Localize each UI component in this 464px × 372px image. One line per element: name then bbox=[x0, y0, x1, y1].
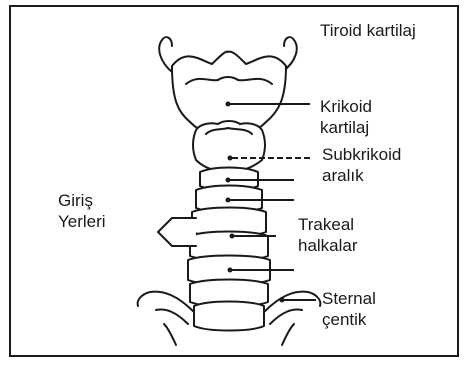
dot-krikoid bbox=[226, 102, 231, 107]
label-trakeal-line-1: Trakeal bbox=[298, 214, 358, 235]
label-krikoid-line-1: Krikoid bbox=[320, 96, 372, 117]
sternum-left bbox=[164, 324, 176, 345]
label-sternal-line-2: çentik bbox=[322, 309, 376, 330]
label-trakeal-halkalar: Trakeal halkalar bbox=[298, 214, 358, 256]
label-krikoid-line-2: kartilaj bbox=[320, 117, 372, 138]
dot-ring-3 bbox=[230, 234, 235, 239]
label-tiroid-kartilaj: Tiroid kartilaj bbox=[320, 20, 416, 41]
dot-sternal bbox=[280, 298, 285, 303]
sternum-right bbox=[282, 324, 294, 345]
thyroid-horn-left bbox=[159, 37, 172, 72]
dot-ring-2 bbox=[226, 198, 231, 203]
label-krikoid: Krikoid kartilaj bbox=[320, 96, 372, 138]
dot-subkrikoid bbox=[228, 156, 233, 161]
anatomy-drawing bbox=[138, 37, 321, 345]
entry-site-arrow bbox=[158, 218, 196, 246]
label-giris-line-1: Giriş bbox=[58, 190, 106, 211]
label-giris-yerleri: Giriş Yerleri bbox=[58, 190, 106, 232]
label-giris-line-2: Yerleri bbox=[58, 211, 106, 232]
dot-ring-4 bbox=[228, 268, 233, 273]
label-subkrikoid-line-1: Subkrikoid bbox=[322, 144, 401, 165]
tracheal-ring-7 bbox=[194, 302, 264, 331]
label-subkrikoid: Subkrikoid aralık bbox=[322, 144, 401, 186]
clavicle-left bbox=[138, 292, 194, 312]
label-sternal-centik: Sternal çentik bbox=[322, 288, 376, 330]
clavicle-right bbox=[264, 292, 320, 312]
label-trakeal-line-2: halkalar bbox=[298, 235, 358, 256]
clavicle-right-lower bbox=[270, 310, 302, 324]
dot-ring-1 bbox=[226, 178, 231, 183]
clavicle-left-lower bbox=[156, 310, 188, 324]
label-subkrikoid-line-2: aralık bbox=[322, 165, 401, 186]
label-sternal-line-1: Sternal bbox=[322, 288, 376, 309]
